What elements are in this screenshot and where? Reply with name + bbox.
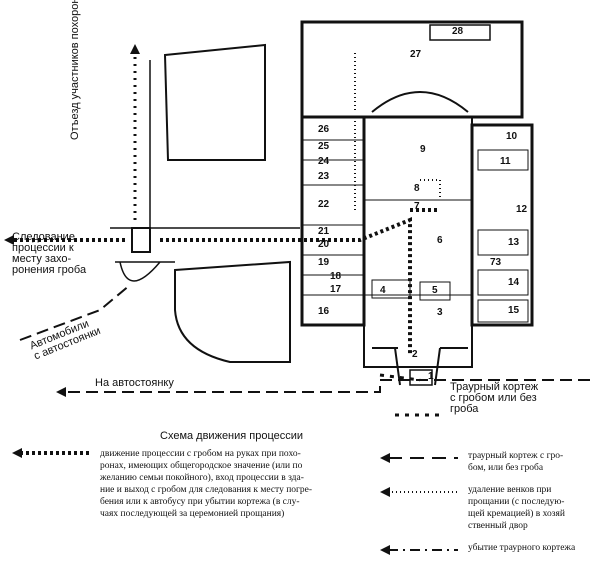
room-10: 10 [506,131,518,142]
legend-text-wreaths: удаление венков при прощании (с последую… [468,485,565,531]
room-23: 23 [318,171,330,182]
street-edge-top [110,60,300,230]
legend-line-procession [12,448,90,458]
room-18: 18 [330,271,342,282]
legend-line-wreaths [380,487,458,497]
room-1: 1 [428,371,434,382]
room-9: 9 [420,144,426,155]
label-procession-right: Траурный кортеж с гробом или без гроба [450,381,539,415]
room-17: 17 [330,284,342,295]
legend-text-procession: движение процессии с гробом на руках при… [100,449,313,519]
legend-line-departure [380,545,458,555]
block-top-left [163,43,266,161]
room-2: 2 [412,349,418,360]
arrow-up-exit [130,44,140,54]
arrow-left-main [4,235,14,245]
legend-line-cortege [380,453,458,463]
room-7: 7 [414,201,420,212]
room-8: 8 [414,183,420,194]
legend-text-cortege: траурный кортеж с гро- бом, или без гроб… [468,451,564,473]
room-4: 4 [380,285,386,296]
room-6: 6 [437,235,443,246]
legend-text-departure: убытие траурного кортежа [468,543,576,553]
room-21: 21 [318,226,330,237]
room-3: 3 [437,307,443,318]
building [300,20,534,386]
hearse-icon [131,227,151,253]
room-24: 24 [318,156,330,167]
room-26: 26 [318,124,330,135]
route-cortege [60,379,590,393]
route-departure [379,373,440,417]
room-14: 14 [508,277,520,288]
room-25: 25 [318,141,330,152]
block-bottom-left [174,260,291,363]
room-28: 28 [452,26,464,37]
room-11: 11 [500,156,511,167]
label-exit-funeral: Отъезд участников похорон [69,0,81,140]
room-16: 16 [318,306,330,317]
room-13: 13 [508,237,520,248]
room-27: 27 [410,49,422,60]
label-to-parking: На автостоянку [95,377,174,389]
room-19: 19 [318,257,330,268]
room-22: 22 [318,199,330,210]
room-73: 73 [490,257,502,268]
label-following: Следование процессии к месту захо- ронен… [12,231,87,276]
room-12: 12 [516,204,528,215]
floor-plan [4,20,590,417]
arrow-left-cortege [56,387,66,397]
room-5: 5 [432,285,438,296]
street-edge-bottom [115,261,175,282]
diagram-caption: Схема движения процессии [160,430,304,442]
room-15: 15 [508,305,520,316]
room-20: 20 [318,239,330,250]
route-main-procession [8,208,440,355]
route-wreaths [354,50,441,210]
route-cars [19,284,131,341]
